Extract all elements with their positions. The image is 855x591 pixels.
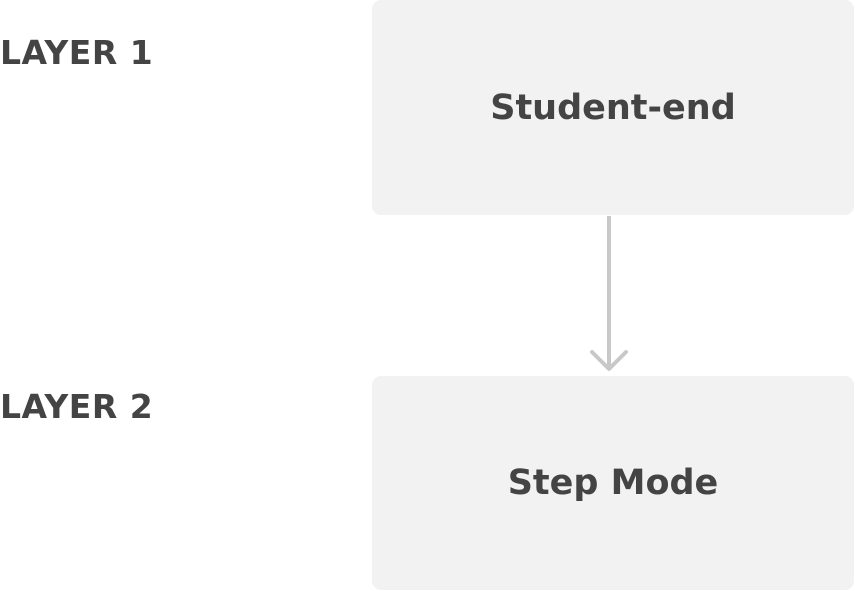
- layer-1-label: LAYER 1: [0, 33, 154, 72]
- step-mode-box: Step Mode: [372, 376, 854, 590]
- step-mode-box-text: Step Mode: [507, 463, 719, 503]
- student-end-box-text: Student-end: [490, 87, 736, 128]
- arrow-down-icon: [590, 350, 628, 371]
- student-end-box: Student-end: [372, 0, 854, 215]
- layer-2-label: LAYER 2: [0, 387, 154, 426]
